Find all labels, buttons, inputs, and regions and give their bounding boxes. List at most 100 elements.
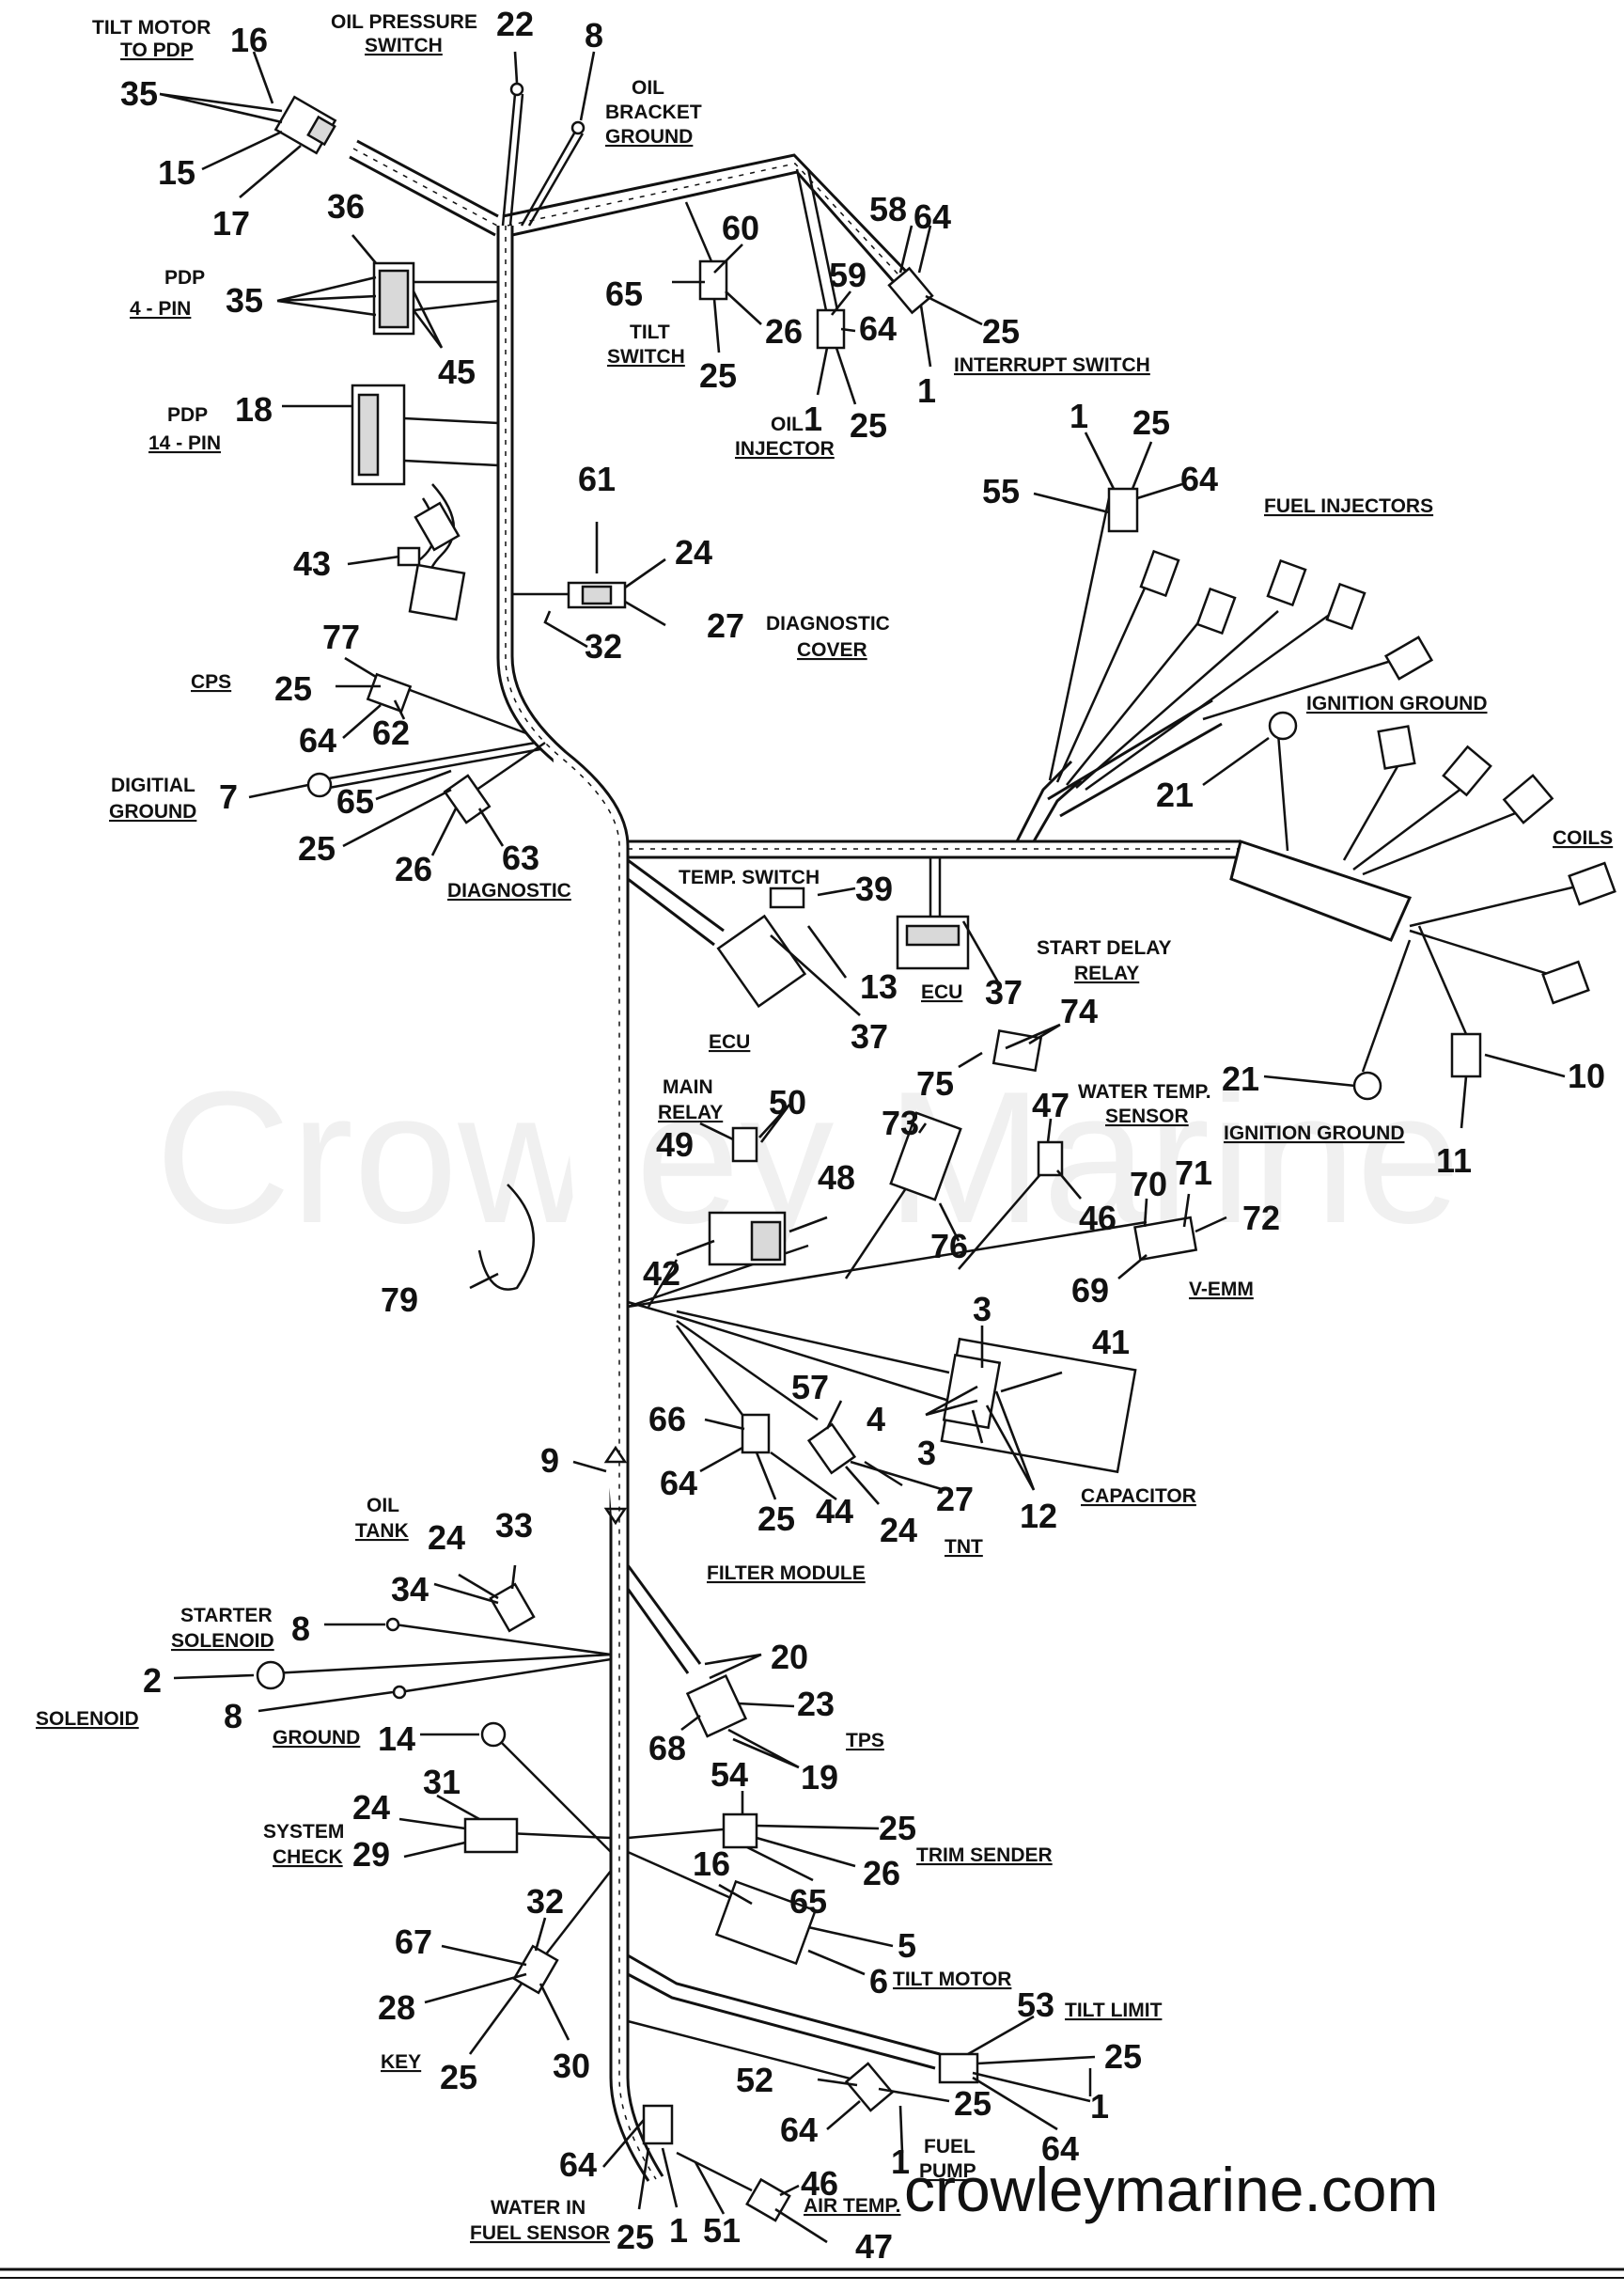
callout: 12 [1020,1497,1057,1535]
callout: 3 [973,1290,992,1328]
callout: 79 [381,1280,418,1319]
label-water-in-fuel-sensor: WATER IN [491,2197,586,2219]
callout: 2 [143,1661,162,1700]
callout: 46 [1079,1199,1116,1237]
callout: 25 [879,1809,916,1847]
callout: 64 [1041,2129,1079,2168]
callout: 51 [703,2211,741,2250]
label-oil-injector: OIL [771,414,804,435]
label-ignition-ground-top: IGNITION GROUND [1306,693,1488,714]
callout: 25 [440,2058,477,2096]
callout: 59 [829,256,867,294]
callout: 25 [850,406,887,445]
label-trim-sender: TRIM SENDER [916,1844,1053,1866]
callout: 21 [1156,776,1194,814]
callout: 26 [765,312,803,351]
callout: 47 [1032,1086,1070,1124]
callout: 26 [395,850,432,888]
label-v-emm: V-EMM [1189,1279,1254,1300]
label-fuel-injectors: FUEL INJECTORS [1264,495,1433,517]
callout: 8 [224,1697,242,1735]
label-starter-solenoid: STARTER [180,1605,273,1626]
callout: 6 [869,1962,888,2001]
label-ground: GROUND [273,1727,360,1749]
callout: 33 [495,1506,533,1545]
callout: 19 [801,1758,838,1797]
callout: 39 [855,870,893,908]
callout: 64 [1180,460,1218,498]
label-pdp-14pin-2: 14 - PIN [148,432,221,454]
callout: 35 [226,281,263,320]
callout: 15 [158,153,195,192]
callout: 43 [293,544,331,583]
callout: 18 [235,390,273,429]
callout: 23 [797,1685,835,1723]
label-cps: CPS [191,671,231,693]
callout: 22 [496,5,534,43]
callout: 9 [540,1441,559,1480]
callout: 21 [1222,1059,1259,1098]
label-system-check-2: CHECK [273,1846,343,1868]
callout: 11 [1436,1141,1472,1180]
label-pdp-4pin: PDP [164,267,205,289]
label-oil-bracket-ground: OIL [632,77,664,99]
label-water-temp-sensor: WATER TEMP. [1078,1081,1211,1103]
label-tps: TPS [846,1730,884,1751]
label-digital-ground: DIGITIAL [111,775,195,796]
callout: 24 [428,1518,465,1557]
callout: 25 [274,669,312,708]
callout: 61 [578,460,616,498]
callout: 63 [502,839,539,877]
callout: 66 [648,1400,686,1438]
callout: 5 [898,1926,916,1965]
callout: 32 [585,627,622,666]
callout: 24 [880,1511,917,1549]
label-ecu-center: ECU [921,981,962,1003]
callout: 65 [789,1882,827,1921]
label-oil-pressure-switch: OIL PRESSURE [331,11,477,33]
label-filter-module: FILTER MODULE [707,1562,866,1584]
callout: 1 [1070,397,1088,435]
callout: 58 [869,190,907,228]
callout: 74 [1060,992,1098,1030]
label-oil-pressure-switch-2: SWITCH [365,35,443,56]
wires [272,93,1589,2192]
label-tilt-motor-to-pdp-2: TO PDP [120,39,194,61]
callout: 28 [378,1988,415,2027]
callout: 1 [669,2211,688,2250]
callout: 16 [230,21,268,59]
callout: 41 [1092,1323,1130,1361]
callout: 30 [553,2047,590,2085]
label-tnt: TNT [945,1536,983,1558]
callout: 53 [1017,1985,1054,2024]
callout: 72 [1242,1199,1280,1237]
connectors [256,82,1616,2222]
label-tilt-motor: TILT MOTOR [893,1969,1011,1990]
callout: 75 [916,1064,954,1103]
callout: 57 [791,1368,829,1406]
label-oil-bracket-ground-3: GROUND [605,126,693,148]
callout: 69 [1071,1271,1109,1310]
label-start-delay-relay: START DELAY [1037,937,1172,959]
callout: 25 [954,2084,992,2123]
label-tilt-switch-2: SWITCH [607,346,685,368]
label-oil-tank-2: TANK [355,1520,409,1542]
callout: 25 [1104,2037,1142,2076]
callout: 55 [982,472,1020,510]
callout: 24 [675,533,712,572]
callout: 25 [298,829,336,868]
callout: 64 [780,2111,818,2149]
label-water-temp-sensor-2: SENSOR [1105,1106,1189,1127]
watermark: Crowley Marine [155,1053,1460,1263]
callout: 25 [757,1499,795,1538]
label-start-delay-relay-2: RELAY [1074,963,1139,984]
callout: 8 [291,1609,310,1648]
callout: 25 [617,2218,654,2256]
callout: 14 [378,1719,415,1758]
callout: 73 [882,1104,919,1142]
callout: 50 [769,1083,806,1122]
callout: 64 [660,1464,697,1502]
callout: 24 [352,1788,390,1827]
callout: 17 [212,204,250,243]
callout: 32 [526,1882,564,1921]
